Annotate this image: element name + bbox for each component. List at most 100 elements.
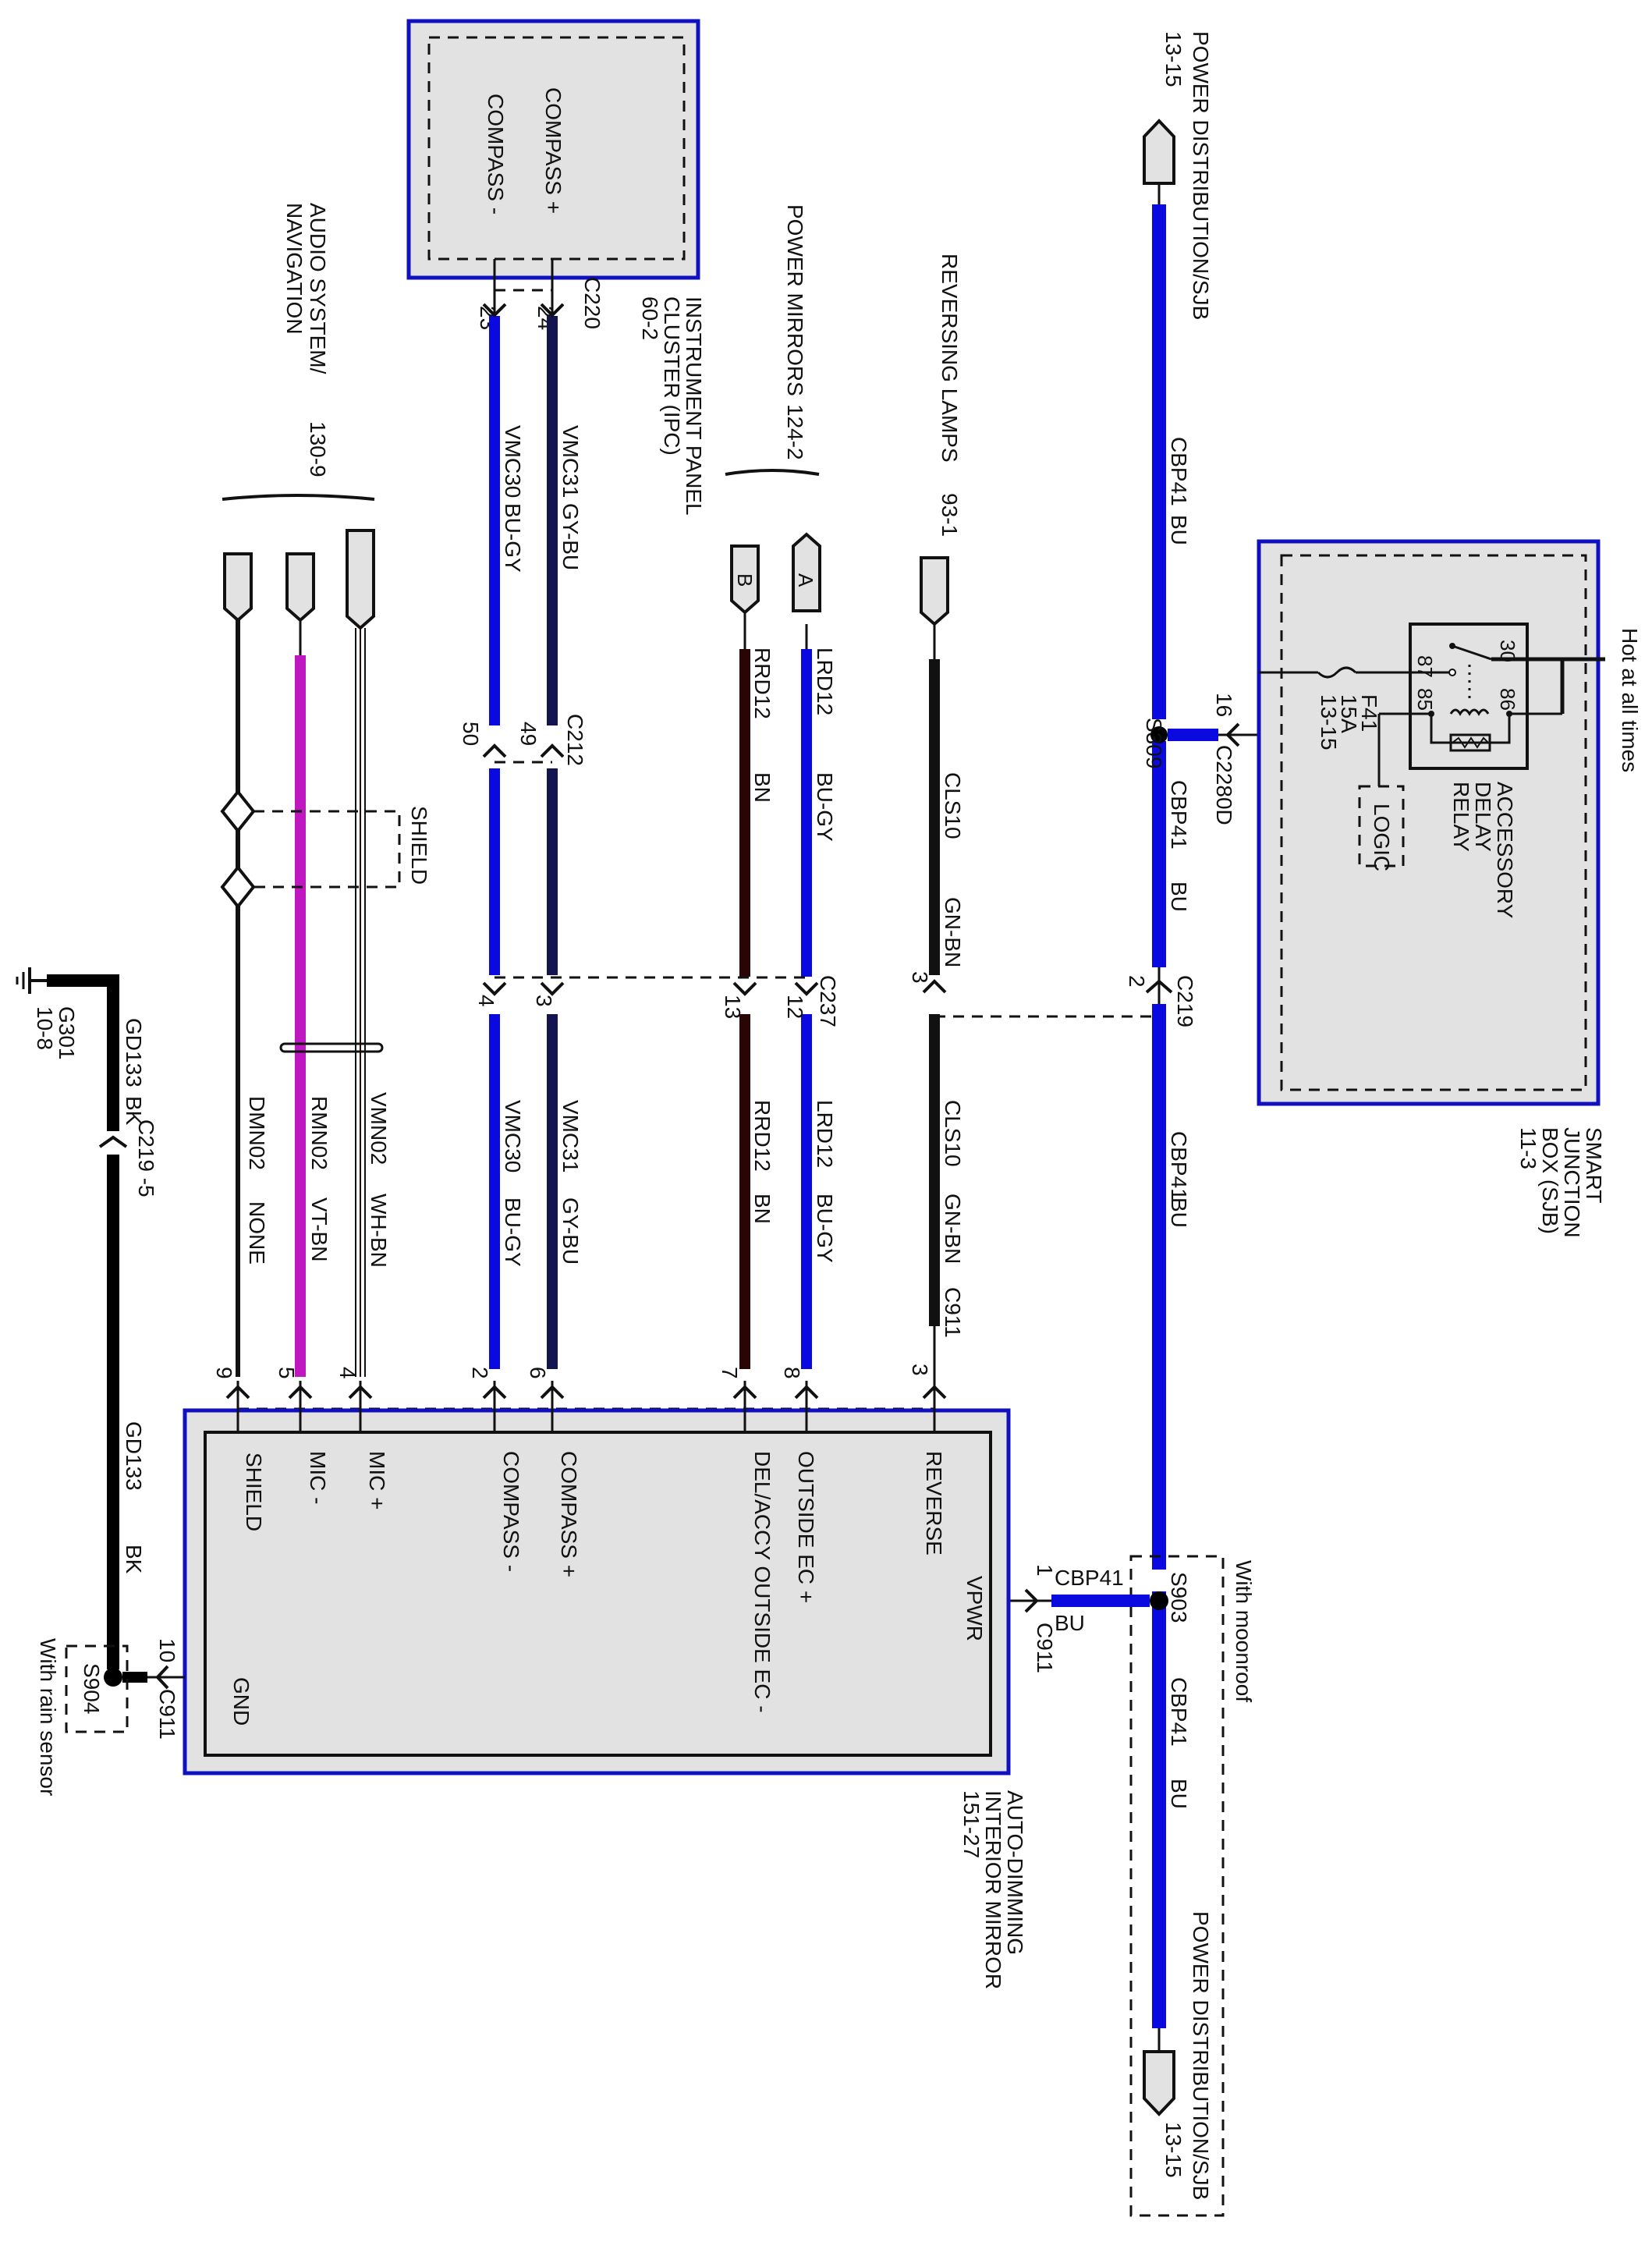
accessory-delay-relay[interactable] [1409, 623, 1529, 770]
splice-s904-label: S904 [80, 1663, 104, 1714]
fuse-rating: 15A [1337, 694, 1361, 733]
c219-ground-label: C219 -5 [134, 1119, 158, 1197]
relay-pin-85: 85 [1413, 688, 1437, 711]
vpwr-connector-icon [1024, 1588, 1039, 1613]
c219-pin: 2 [1125, 975, 1149, 988]
c237-pin-13: 13 [721, 995, 745, 1019]
c220-label: C220 [580, 277, 604, 329]
moonroof-option-box [1129, 1555, 1225, 2217]
rain-sensor-note: With rain sensor [36, 1638, 60, 1796]
fuse-f41-icon[interactable] [1317, 666, 1357, 679]
mirror-pin-number: 9 [212, 1367, 236, 1379]
sjb-title-2: JUNCTION [1560, 1127, 1584, 1238]
audio-bracket [222, 494, 375, 501]
connector-shape-down [1143, 2050, 1175, 2116]
bus-circuit-label-4: CBP41 [1167, 1677, 1191, 1747]
relay-label-line-1: ACCESSORY [1493, 782, 1517, 919]
wire-label: GD133 [122, 1018, 146, 1087]
wire-mic-minus[interactable] [295, 620, 306, 1377]
connector-arrows [225, 303, 947, 1399]
rain-sensor-option-box [65, 1644, 129, 1733]
ground-g301-icon [16, 967, 47, 994]
wire-label: GY-BU [558, 1197, 583, 1265]
sjb-title-3: BOX (SJB) [1538, 1127, 1562, 1234]
mirror-pin-reverse: REVERSE [922, 1451, 946, 1556]
wire-label: BU-GY [813, 772, 837, 842]
instrument-panel-cluster[interactable]: COMPASS + COMPASS - [406, 19, 700, 280]
wire-label: DMN02 [245, 1096, 269, 1170]
audio-title-1: AUDIO SYSTEM/ [306, 203, 330, 374]
ground-circuit[interactable] [47, 974, 185, 1690]
top-connector-label: POWER DISTRIBUTION/SJB [1189, 31, 1213, 320]
mirror-pin-number: 3 [908, 1364, 932, 1376]
bus-color-label-3: BU [1167, 1197, 1191, 1228]
splice-s903-label: S903 [1167, 1572, 1191, 1623]
bus-wire-segment-3 [1152, 1004, 1166, 1570]
wire-label: VT-BN [307, 1197, 331, 1261]
sjb-title-4: 11-3 [1516, 1127, 1540, 1169]
vpwr-conn-label: C911 [1033, 1623, 1057, 1673]
wire-label: GN-BN [941, 897, 965, 967]
c212-pin-50: 50 [459, 722, 483, 746]
bus-color-label-1: BU [1167, 515, 1191, 545]
mirror-pin-number: 5 [275, 1367, 299, 1379]
c219-ground-connector-icon [98, 1135, 128, 1148]
c2280d-pin: 16 [1212, 693, 1236, 717]
hot-at-all-times-label: Hot at all times [1618, 628, 1642, 772]
mirror-pin-number: 8 [780, 1367, 804, 1379]
gnd-conn-label: C911 [155, 1689, 179, 1740]
power-mirrors-pin-a[interactable] [792, 532, 821, 612]
bus-color-label-2: BU [1167, 882, 1191, 912]
power-mirrors-label: POWER MIRRORS [783, 204, 807, 396]
wire-shield[interactable] [220, 620, 256, 1377]
gnd-pin: 10 [155, 1638, 179, 1662]
vpwr-pin: 1 [1033, 1564, 1057, 1577]
relay-pin-87: 87 [1413, 655, 1437, 678]
wire-label: LRD12 [813, 647, 837, 715]
bottom-connector-ref: 13-15 [1161, 2122, 1186, 2178]
wire-label: BU-GY [501, 503, 525, 573]
audio-connector-mic-minus[interactable] [285, 552, 315, 623]
wire-label: BN [750, 772, 775, 803]
c237-pin-12: 12 [783, 995, 807, 1019]
sjb-dashed-boundary [1280, 554, 1587, 1091]
mirror-pin-outside-ec-minus: DEL/ACCY OUTSIDE EC - [750, 1451, 775, 1713]
auto-dimming-interior-mirror[interactable]: REVERSE OUTSIDE EC + DEL/ACCY OUTSIDE EC… [183, 1381, 1011, 1776]
wire-label: BU-GY [813, 1194, 837, 1263]
wire-reverse[interactable] [929, 624, 940, 1447]
ground-label: G301 [55, 1006, 79, 1060]
audio-connector-mic-plus[interactable] [346, 529, 375, 630]
wire-mic-plus[interactable] [355, 628, 366, 1377]
sjb-outline [1257, 539, 1601, 1106]
audio-ref: 130-9 [306, 421, 330, 477]
vpwr-color-label: BU [1055, 1611, 1085, 1635]
wire-compass-plus[interactable] [547, 259, 558, 1369]
relay-pin-30: 30 [1496, 640, 1519, 662]
wire-compass-minus[interactable] [489, 259, 500, 1369]
wire-outside-ec-minus[interactable] [739, 612, 750, 1369]
reversing-lamps-connector[interactable] [920, 556, 949, 626]
c237-pin-3: 3 [908, 971, 932, 984]
c2280d-wire [1168, 729, 1218, 741]
smart-junction-box[interactable]: 30 87 86 85 ACCESSORY DELAY RELAY F41 15… [1257, 539, 1605, 1106]
ipc-pin-compass-minus: COMPASS - [484, 94, 508, 215]
audio-connector-shield[interactable] [223, 552, 253, 623]
logic-block [1358, 785, 1405, 867]
mirror-pin-outside-ec-plus: OUTSIDE EC + [794, 1451, 818, 1603]
bottom-power-distribution-connector[interactable] [1143, 2050, 1175, 2116]
mirror-pin-shield: SHIELD [242, 1453, 266, 1531]
splice-s309[interactable] [1150, 726, 1168, 743]
gnd-connector-icon [155, 1665, 169, 1690]
relay-resistor-icon [1449, 733, 1491, 752]
splice-s904[interactable] [104, 1668, 122, 1687]
wire-label: RRD12 [750, 647, 775, 719]
wire-outside-ec-plus[interactable] [801, 624, 812, 1369]
mirror-pin-mic-plus: MIC + [365, 1451, 389, 1509]
relay-label-line-2: DELAY [1471, 782, 1495, 852]
logic-label: LOGIC [1370, 804, 1394, 871]
top-power-distribution-connector[interactable] [1143, 119, 1175, 185]
power-mirrors-pin-b[interactable] [730, 545, 760, 615]
c219-connector-icon[interactable] [1145, 979, 1173, 994]
splice-s903[interactable] [1150, 1591, 1168, 1610]
wire-label: VMN02 [367, 1092, 391, 1165]
